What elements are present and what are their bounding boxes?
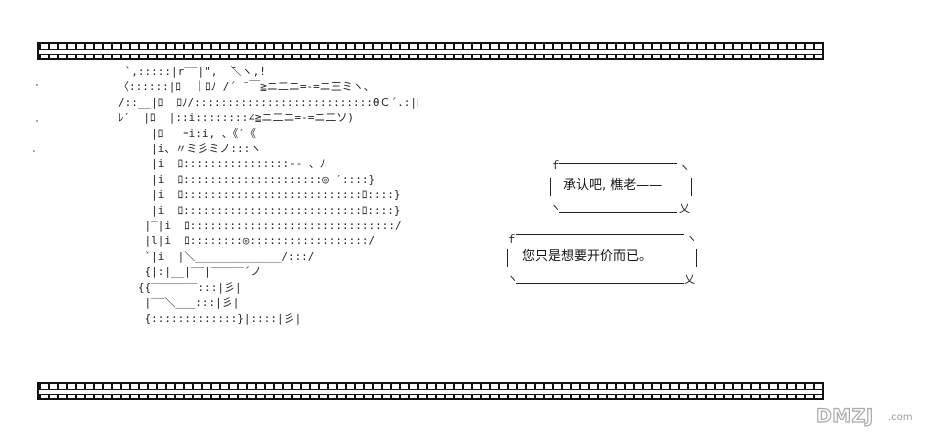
- bubble-corner: ｆ: [550, 159, 561, 172]
- speech-bubble-text: 承认吧, 樵老——: [563, 178, 663, 193]
- speech-bubble-text: 您只是想要开价而已。: [522, 249, 653, 264]
- scan-dot: [33, 150, 35, 152]
- bubble-tail: 乂: [684, 273, 695, 286]
- bubble-corner: ヽ: [507, 272, 518, 285]
- bubble-right-side: [696, 249, 697, 267]
- bubble-left-side: [507, 249, 508, 267]
- speech-bubble-2: ｆ ヽ ヽ 乂 您只是想要开价而已。: [502, 231, 702, 287]
- site-watermark-logo: DMZJ .com: [815, 404, 916, 430]
- ascii-art-character: `,:::::|r‾‾|", ̄＼ヽ,! 〈::::::|ﾛ ｜ﾛﾉ /´ ¨￣…: [118, 65, 418, 325]
- bubble-corner: ｆ: [506, 233, 517, 246]
- bubble-corner: ヽ: [550, 201, 561, 214]
- film-strip-border-bottom: [37, 382, 824, 400]
- film-strip-inner-line: [39, 389, 822, 395]
- watermark-domain-suffix: .com: [888, 412, 913, 423]
- watermark-logo-text: DMZJ: [815, 404, 874, 427]
- film-strip-border-top: [37, 42, 824, 60]
- bubble-corner: ヽ: [679, 161, 690, 174]
- speech-bubble-1: ｆ ヽ ヽ 乂 承认吧, 樵老——: [545, 160, 695, 216]
- bubble-bottom-line: [516, 283, 684, 284]
- bubble-right-side: [691, 178, 692, 196]
- film-strip-inner-line: [39, 49, 822, 55]
- scan-dot: [36, 84, 38, 86]
- bubble-tail: 乂: [679, 202, 690, 215]
- bubble-left-side: [550, 178, 551, 196]
- bubble-top-line: [516, 234, 684, 235]
- scan-dot: [36, 120, 38, 122]
- bubble-corner: ヽ: [686, 232, 697, 245]
- bubble-top-line: [559, 163, 677, 164]
- bubble-bottom-line: [559, 212, 677, 213]
